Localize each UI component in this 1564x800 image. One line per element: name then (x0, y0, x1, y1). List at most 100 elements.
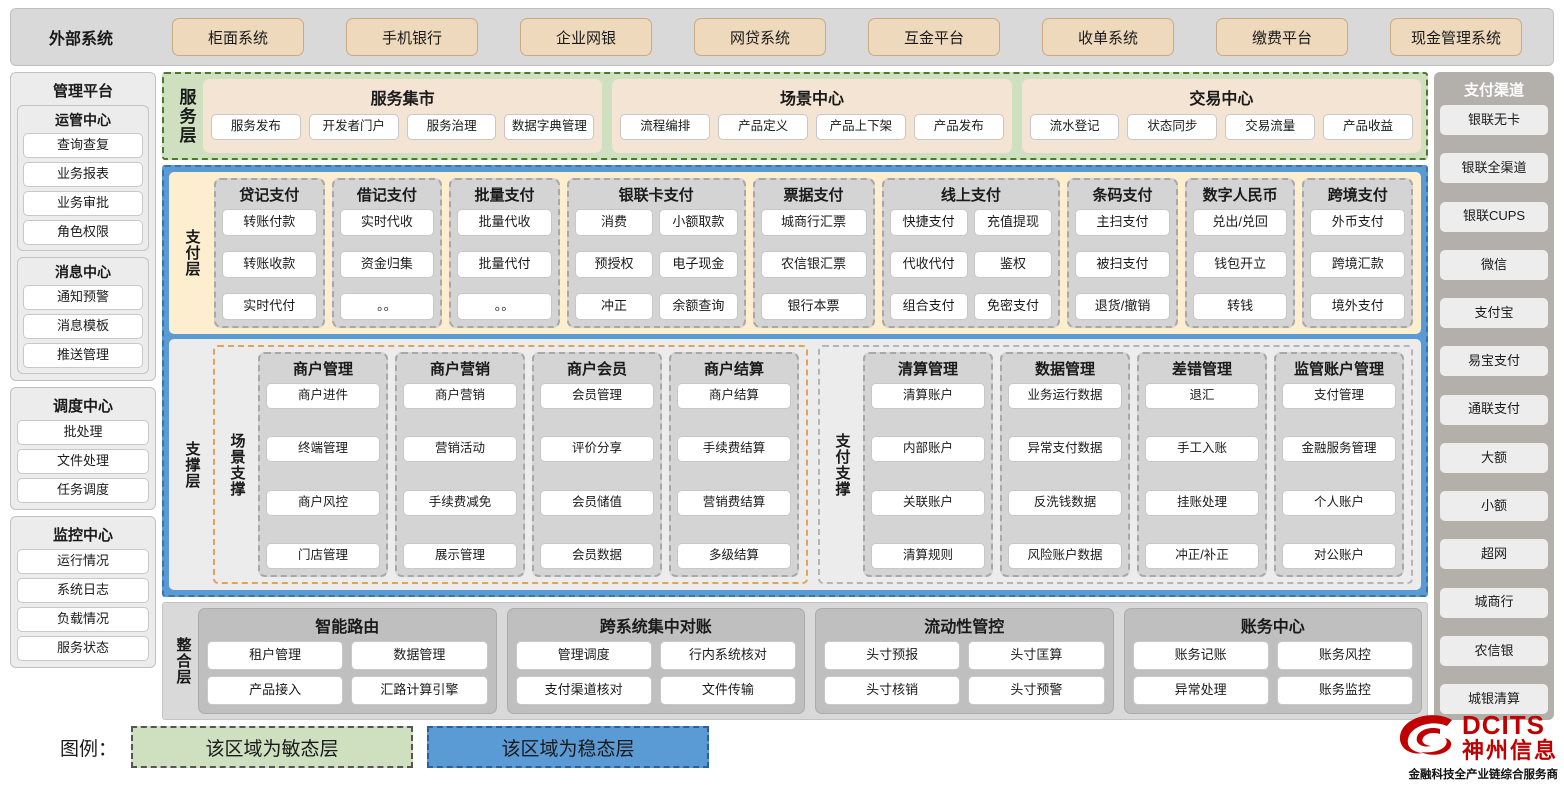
support-item[interactable]: 商户进件 (266, 383, 380, 409)
payment-channel-item[interactable]: 超网 (1440, 539, 1548, 570)
integration-item[interactable]: 账务监控 (1276, 676, 1413, 705)
support-item[interactable]: 业务运行数据 (1008, 383, 1122, 409)
payment-item[interactable]: 主扫支付 (1075, 209, 1170, 236)
management-item[interactable]: 负载情况 (17, 607, 149, 632)
payment-channel-item[interactable]: 通联支付 (1440, 394, 1548, 425)
support-item[interactable]: 商户结算 (677, 383, 791, 409)
payment-item[interactable]: 批量代收 (457, 209, 552, 236)
integration-item[interactable]: 账务风控 (1276, 641, 1413, 670)
service-layer-item[interactable]: 产品收益 (1323, 114, 1413, 140)
payment-item[interactable]: 转账付款 (222, 209, 317, 236)
integration-item[interactable]: 账务记账 (1132, 641, 1269, 670)
external-system-item[interactable]: 缴费平台 (1216, 18, 1348, 56)
external-system-item[interactable]: 收单系统 (1042, 18, 1174, 56)
management-item[interactable]: 运行情况 (17, 549, 149, 574)
support-item[interactable]: 冲正/补正 (1145, 542, 1259, 569)
external-system-item[interactable]: 互金平台 (868, 18, 1000, 56)
support-item[interactable]: 会员管理 (540, 383, 654, 409)
payment-channel-item[interactable]: 银联无卡 (1440, 105, 1548, 135)
support-item[interactable]: 营销活动 (403, 436, 517, 463)
integration-item[interactable]: 头寸匡算 (968, 641, 1105, 670)
support-item[interactable]: 清算账户 (871, 383, 985, 409)
support-item[interactable]: 退汇 (1145, 383, 1259, 409)
integration-item[interactable]: 异常处理 (1132, 676, 1269, 705)
support-item[interactable]: 支付管理 (1282, 383, 1396, 409)
external-system-item[interactable]: 现金管理系统 (1390, 18, 1522, 56)
payment-item[interactable]: 充值提现 (973, 209, 1053, 236)
payment-item[interactable]: 组合支付 (889, 293, 968, 320)
management-item[interactable]: 文件处理 (17, 449, 149, 474)
management-item[interactable]: 服务状态 (17, 636, 149, 661)
support-item[interactable]: 会员储值 (540, 489, 654, 516)
integration-item[interactable]: 头寸预警 (968, 676, 1105, 705)
support-item[interactable]: 个人账户 (1282, 489, 1396, 516)
integration-item[interactable]: 行内系统核对 (659, 641, 796, 670)
support-item[interactable]: 营销费结算 (677, 489, 791, 516)
service-layer-item[interactable]: 服务发布 (211, 114, 301, 140)
service-layer-item[interactable]: 产品上下架 (815, 114, 906, 140)
service-layer-item[interactable]: 交易流量 (1225, 114, 1316, 140)
payment-item[interactable]: 实时代收 (339, 209, 435, 236)
support-item[interactable]: 挂账处理 (1145, 489, 1259, 516)
payment-item[interactable]: 鉴权 (973, 251, 1053, 278)
support-item[interactable]: 终端管理 (266, 436, 380, 463)
external-system-item[interactable]: 手机银行 (346, 18, 478, 56)
integration-item[interactable]: 租户管理 (207, 641, 344, 670)
payment-item[interactable]: 钱包开立 (1192, 251, 1288, 278)
support-item[interactable]: 门店管理 (266, 542, 380, 569)
payment-item[interactable]: 跨境汇款 (1310, 251, 1406, 278)
integration-item[interactable]: 管理调度 (515, 641, 652, 670)
service-layer-item[interactable]: 流程编排 (620, 114, 711, 140)
support-item[interactable]: 商户营销 (403, 383, 517, 409)
payment-item[interactable]: 快捷支付 (889, 209, 968, 236)
payment-item[interactable]: 冲正 (574, 293, 654, 320)
support-item[interactable]: 商户风控 (266, 489, 380, 516)
payment-item[interactable]: 境外支付 (1310, 293, 1406, 320)
integration-item[interactable]: 头寸预报 (824, 641, 961, 670)
payment-channel-item[interactable]: 农信银 (1440, 635, 1548, 666)
support-item[interactable]: 多级结算 (677, 542, 791, 569)
management-item[interactable]: 查询查复 (23, 133, 143, 158)
payment-item[interactable]: 电子现金 (659, 251, 738, 278)
management-item[interactable]: 通知预警 (23, 285, 143, 310)
management-item[interactable]: 批处理 (17, 420, 149, 445)
integration-item[interactable]: 产品接入 (207, 676, 344, 705)
service-layer-item[interactable]: 开发者门户 (308, 114, 399, 140)
support-item[interactable]: 金融服务管理 (1282, 436, 1396, 463)
payment-channel-item[interactable]: 大额 (1440, 442, 1548, 473)
payment-item[interactable]: 。。 (339, 293, 435, 320)
support-item[interactable]: 风险账户数据 (1008, 542, 1122, 569)
payment-item[interactable]: 银行本票 (760, 293, 867, 320)
management-item[interactable]: 角色权限 (23, 220, 143, 245)
external-system-item[interactable]: 企业网银 (520, 18, 652, 56)
support-item[interactable]: 关联账户 (871, 489, 985, 516)
payment-channel-item[interactable]: 城商行 (1440, 587, 1548, 618)
support-item[interactable]: 展示管理 (403, 542, 517, 569)
payment-item[interactable]: 兑出/兑回 (1192, 209, 1288, 236)
support-item[interactable]: 手续费结算 (677, 436, 791, 463)
service-layer-item[interactable]: 服务治理 (406, 114, 497, 140)
management-item[interactable]: 消息模板 (23, 314, 143, 339)
service-layer-item[interactable]: 产品发布 (913, 114, 1004, 140)
payment-item[interactable]: 实时代付 (222, 293, 317, 320)
payment-item[interactable]: 资金归集 (339, 251, 435, 278)
integration-item[interactable]: 数据管理 (351, 641, 488, 670)
integration-item[interactable]: 支付渠道核对 (515, 676, 652, 705)
management-item[interactable]: 系统日志 (17, 578, 149, 603)
payment-item[interactable]: 城商行汇票 (760, 209, 867, 236)
service-layer-item[interactable]: 流水登记 (1029, 114, 1120, 140)
payment-item[interactable]: 农信银汇票 (760, 251, 867, 278)
payment-channel-item[interactable]: 银联全渠道 (1440, 153, 1548, 184)
service-layer-item[interactable]: 状态同步 (1127, 114, 1218, 140)
external-system-item[interactable]: 网贷系统 (694, 18, 826, 56)
support-item[interactable]: 手续费减免 (403, 489, 517, 516)
payment-channel-item[interactable]: 银联CUPS (1440, 201, 1548, 232)
integration-item[interactable]: 汇路计算引擎 (351, 676, 488, 705)
payment-item[interactable]: 。。 (457, 293, 552, 320)
payment-item[interactable]: 小额取款 (659, 209, 738, 236)
external-system-item[interactable]: 柜面系统 (172, 18, 304, 56)
management-item[interactable]: 业务报表 (23, 162, 143, 187)
management-item[interactable]: 推送管理 (23, 343, 143, 368)
payment-channel-item[interactable]: 支付宝 (1440, 298, 1548, 328)
payment-channel-item[interactable]: 城银清算 (1440, 684, 1548, 714)
